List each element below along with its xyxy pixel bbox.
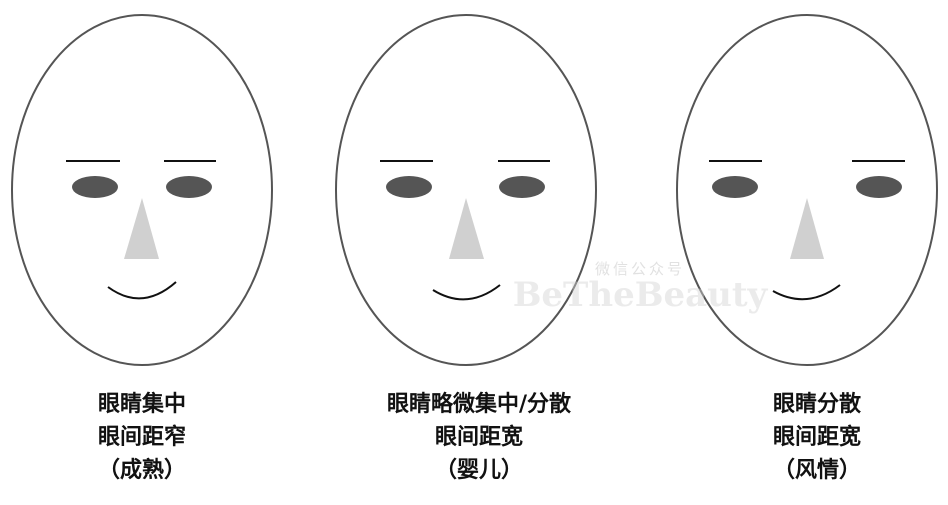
- caption-line-1: 眼睛分散: [772, 392, 861, 417]
- caption-line-2: 眼间距宽: [772, 425, 861, 450]
- caption-line-3: （婴儿）: [434, 458, 523, 483]
- face-close-set-eyes: [11, 14, 273, 366]
- mouth: [107, 281, 177, 300]
- face-outline: [335, 14, 597, 366]
- caption-line-1: 眼睛集中: [97, 392, 186, 417]
- caption-line-3: （成熟）: [97, 458, 186, 483]
- left-eye: [712, 176, 758, 198]
- caption-line-2: 眼间距窄: [97, 425, 186, 450]
- face-outline: [11, 14, 273, 366]
- nose: [124, 198, 159, 259]
- right-eye: [856, 176, 902, 198]
- caption-line-2: 眼间距宽: [434, 425, 523, 450]
- left-eye: [386, 176, 432, 198]
- caption-wide-set: 眼睛分散 眼间距宽 （风情）: [667, 388, 948, 487]
- right-eye: [166, 176, 212, 198]
- caption-line-1: 眼睛略微集中/分散: [386, 392, 572, 417]
- caption-close-set: 眼睛集中 眼间距窄 （成熟）: [0, 388, 292, 487]
- mouth: [432, 284, 501, 301]
- mouth: [772, 284, 841, 301]
- face-outline: [676, 14, 938, 366]
- right-eye: [499, 176, 545, 198]
- nose: [790, 198, 824, 259]
- left-eye: [72, 176, 118, 198]
- nose: [449, 198, 484, 259]
- face-wide-set-eyes: [676, 14, 938, 366]
- caption-medium-set: 眼睛略微集中/分散 眼间距宽 （婴儿）: [329, 388, 629, 487]
- face-medium-set-eyes: [335, 14, 597, 366]
- caption-line-3: （风情）: [772, 458, 861, 483]
